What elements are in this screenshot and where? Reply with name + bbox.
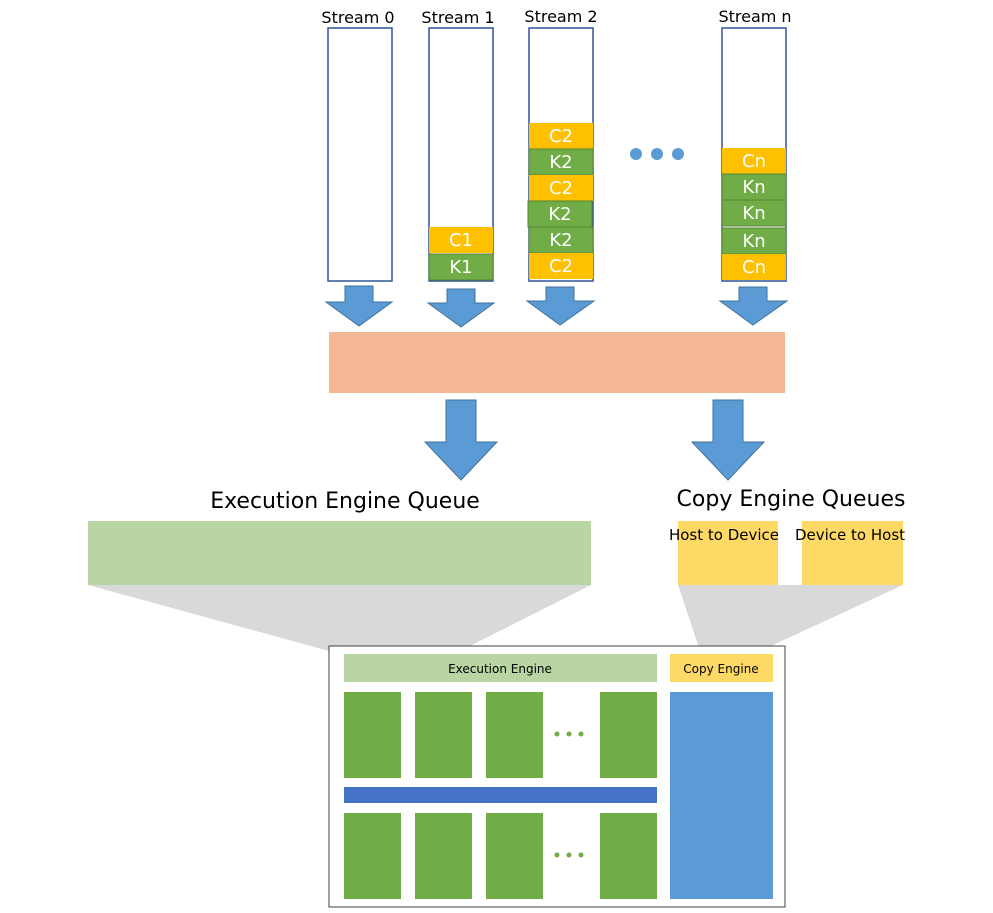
stream-2-op-label: K2 bbox=[548, 204, 571, 225]
stream-2-op: K2 bbox=[528, 226, 594, 254]
copy-queue-funnel bbox=[678, 585, 903, 651]
stream-n-op: Cn bbox=[722, 254, 786, 280]
stream-1-op: C1 bbox=[429, 227, 493, 253]
stream-2-op: C2 bbox=[529, 175, 593, 201]
stream-0-arrow bbox=[324, 285, 394, 327]
device-to-host-queue bbox=[802, 521, 903, 585]
stream-n-op: Cn bbox=[722, 148, 786, 174]
stream-0-label: Stream 0 bbox=[321, 8, 394, 27]
stream-2-op: C2 bbox=[529, 253, 593, 279]
stream-1-op-label: C1 bbox=[449, 230, 473, 251]
sm-block bbox=[486, 692, 543, 778]
stream-2-op: C2 bbox=[529, 123, 593, 149]
scheduler-bar bbox=[329, 332, 785, 393]
sm-block bbox=[486, 813, 543, 899]
sm-row-ellipsis bbox=[554, 852, 584, 858]
sm-block bbox=[415, 692, 472, 778]
stream-n-op: Kn bbox=[721, 199, 787, 227]
stream-2-arrow bbox=[525, 286, 596, 326]
stream-2-op: K2 bbox=[528, 148, 594, 176]
stream-n-op-label: Kn bbox=[742, 231, 765, 252]
sm-block bbox=[344, 813, 401, 899]
stream-n-arrow bbox=[718, 286, 789, 326]
host-to-device-label: Host to Device bbox=[669, 526, 779, 544]
stream-n-op-label: Kn bbox=[742, 177, 765, 198]
host-to-device-queue bbox=[678, 521, 778, 585]
stream-n-op-label: Cn bbox=[742, 257, 766, 278]
stream-n-op-label: Kn bbox=[742, 203, 765, 224]
stream-0-column bbox=[327, 27, 393, 282]
sm-row-ellipsis bbox=[554, 731, 584, 737]
sm-block bbox=[415, 813, 472, 899]
stream-2-op: K2 bbox=[527, 200, 593, 228]
stream-2-op-label: K2 bbox=[549, 230, 572, 251]
more-streams-ellipsis bbox=[630, 148, 684, 160]
sm-block bbox=[344, 692, 401, 778]
sm-block bbox=[600, 813, 657, 899]
stream-n-label: Stream n bbox=[718, 7, 791, 26]
copy-engine-body bbox=[670, 692, 773, 899]
execution-queue-arrow bbox=[423, 399, 499, 481]
execution-engine-label: Execution Engine bbox=[448, 662, 552, 676]
execution-queue-funnel bbox=[88, 585, 591, 651]
execution-engine-header bbox=[344, 654, 657, 682]
sm-block bbox=[600, 692, 657, 778]
stream-n-op: Kn bbox=[721, 173, 787, 201]
stream-1-arrow bbox=[426, 288, 496, 328]
stream-2-op-label: C2 bbox=[549, 178, 573, 199]
copy-queue-arrow bbox=[690, 399, 766, 481]
stream-1-op-label: K1 bbox=[449, 257, 472, 278]
stream-2-op-label: C2 bbox=[549, 126, 573, 147]
stream-1-op: K1 bbox=[428, 253, 494, 281]
stream-2-op-label: K2 bbox=[549, 152, 572, 173]
copy-engine-label: Copy Engine bbox=[683, 662, 758, 676]
device-to-host-label: Device to Host bbox=[795, 526, 905, 544]
stream-1-label: Stream 1 bbox=[421, 8, 494, 27]
execution-engine-queue-title: Execution Engine Queue bbox=[210, 489, 480, 514]
execution-engine-queue bbox=[88, 521, 591, 585]
copy-engine-header bbox=[670, 654, 773, 682]
stream-n-op-label: Cn bbox=[742, 151, 766, 172]
stream-2-op-label: C2 bbox=[549, 256, 573, 277]
copy-engine-queues-title: Copy Engine Queues bbox=[677, 487, 906, 512]
interconnect-bar bbox=[344, 787, 657, 803]
stream-2-label: Stream 2 bbox=[524, 7, 597, 26]
stream-n-op: Kn bbox=[721, 227, 787, 255]
